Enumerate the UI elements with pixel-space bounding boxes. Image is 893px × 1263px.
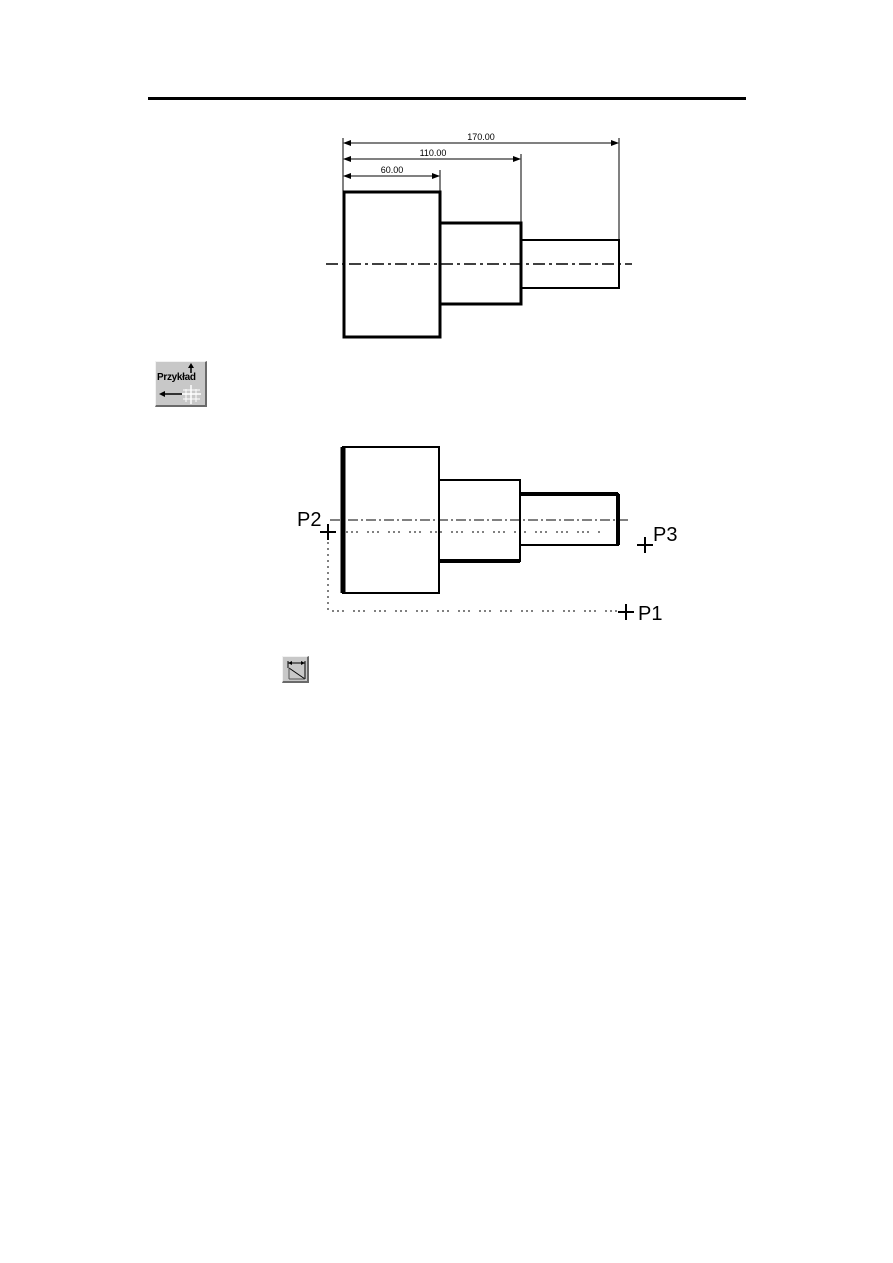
point-p3-label: P3: [653, 524, 677, 546]
example-icon: Przykład: [155, 361, 207, 407]
example-icon-label: Przykład: [157, 372, 196, 383]
point-p2-label: P2: [297, 509, 321, 531]
bottom-shaft-drawing: P2 P3 P1: [297, 446, 677, 625]
dimension-text-60: 60.00: [381, 165, 404, 175]
point-p1-label: P1: [638, 603, 662, 625]
dimension-text-110: 110.00: [420, 148, 447, 158]
example-icon-graphic: [159, 363, 201, 404]
point-p1-marker: [618, 604, 634, 620]
header-rule: [148, 97, 746, 100]
top-shaft-drawing: 170.00 110.00 60.00: [326, 132, 632, 339]
linear-dimension-icon-graphic: [287, 661, 306, 680]
point-p3-marker: [637, 537, 653, 553]
point-p2-marker: [320, 524, 336, 540]
linear-dimension-icon[interactable]: [282, 656, 309, 683]
dimension-text-170: 170.00: [467, 132, 495, 142]
